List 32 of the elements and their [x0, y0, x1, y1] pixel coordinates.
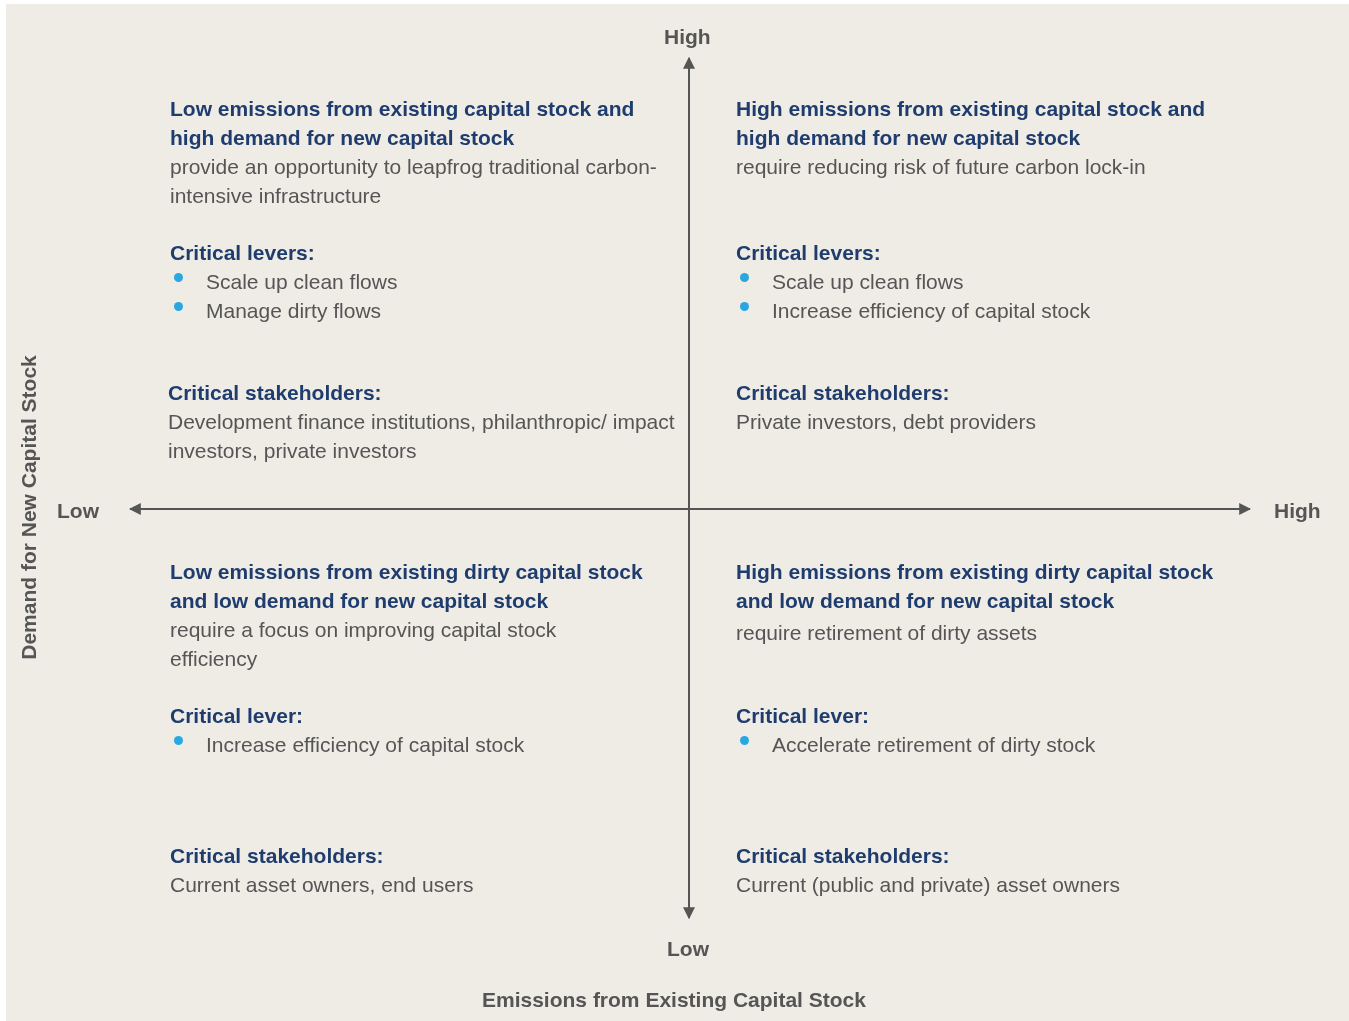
stakeholder-list: Current (public and private) asset owners: [736, 870, 1256, 899]
axis-label: High: [1274, 498, 1321, 524]
section-heading: Critical levers:: [170, 240, 315, 266]
bullet-item: Increase efficiency of capital stock: [772, 298, 1091, 324]
stakeholder-list: Current asset owners, end users: [170, 870, 670, 899]
quadrant-heading: High emissions from existing dirty capital stock and low demand for new capital stock: [736, 559, 1215, 614]
quadrant-heading: High emissions from existing capital stock and high demand for new capital stock: [736, 96, 1207, 151]
bullet-item: Scale up clean flows: [206, 269, 398, 295]
quadrant-heading: Low emissions from existing dirty capital stock and low demand for new capital stock: [170, 559, 644, 614]
axis-title: Emissions from Existing Capital Stock: [482, 987, 866, 1013]
axis-label: Low: [667, 936, 709, 962]
section-heading: Critical lever:: [170, 703, 304, 729]
section-heading: Critical stakeholders:: [168, 380, 382, 406]
quadrant-description: require a focus on improving capital stock efficiency: [170, 617, 558, 672]
stakeholder-list: Private investors, debt providers: [736, 407, 1256, 436]
bullet-item: Accelerate retirement of dirty stock: [772, 732, 1096, 758]
quadrant-description: require reducing risk of future carbon lock-in: [736, 154, 1147, 180]
stakeholder-list: Development finance institutions, philanthropic/ impact investors, private investors: [168, 407, 688, 465]
bullet-item: Scale up clean flows: [772, 269, 964, 295]
bullet-item: Increase efficiency of capital stock: [206, 732, 525, 758]
axis-label: High: [664, 24, 711, 50]
quadrant-heading: Low emissions from existing capital stock and high demand for new capital stock: [170, 96, 636, 151]
axis-label: Low: [57, 498, 99, 524]
section-heading: Critical stakeholders:: [170, 843, 384, 869]
section-heading: Critical lever:: [736, 703, 870, 729]
quadrant-description: provide an opportunity to leapfrog traditional carbon-intensive infrastructure: [170, 154, 658, 209]
section-heading: Critical stakeholders:: [736, 380, 950, 406]
bullet-item: Manage dirty flows: [206, 298, 382, 324]
quadrant-description: require retirement of dirty assets: [736, 620, 1039, 646]
section-heading: Critical levers:: [736, 240, 881, 266]
axis-title: Demand for New Capital Stock: [15, 354, 41, 660]
section-heading: Critical stakeholders:: [736, 843, 950, 869]
